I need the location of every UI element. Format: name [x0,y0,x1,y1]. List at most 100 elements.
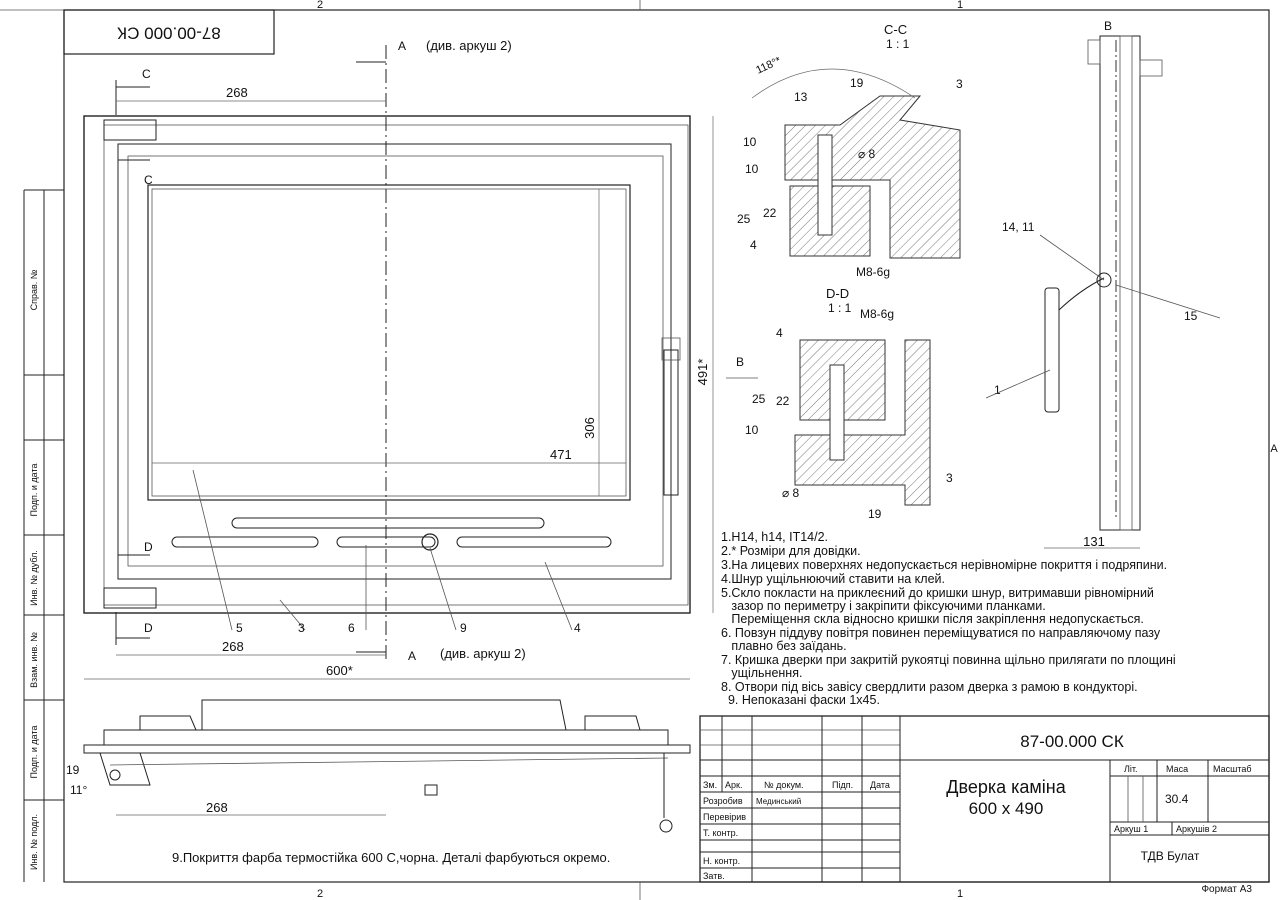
section-dd: D-D 1 : 1 M8-6g 4 25 22 10 3 ⌀ 8 19 [745,286,953,521]
note-8: 8. Отвори під вісь завісу свердлити разо… [721,680,1138,694]
zone-top-left: 2 [317,0,323,11]
left-strip: Справ. № Подп. и дата Инв. № дубл. Взам.… [23,189,64,882]
tb-masshtab: Масштаб [1213,764,1252,774]
cc-d22: 22 [763,206,777,220]
callout-4: 4 [574,621,581,635]
front-view: A (див. аркуш 2) A (див. аркуш 2) C C D … [83,38,758,680]
rotated-code-box: 87-00.000 СК [63,9,275,55]
section-cc-scale: 1 : 1 [886,37,910,51]
tb-row-rozrobyv: Розробив [703,796,743,806]
cut-d-left-label: D [144,540,153,554]
cut-a-top-note: (див. аркуш 2) [426,38,512,53]
callout-9: 9 [460,621,467,635]
section-cc: C-C 1 : 1 118°* 13 19 10 10 ⌀ 8 25 22 4 … [737,22,963,279]
dd-d19: 19 [868,507,882,521]
dd-part4: 4 [776,326,783,340]
note-9: 9. Непоказані фаски 1х45. [721,693,880,707]
tb-col-ark: Арк. [725,780,742,790]
strip-podp-data-1: Подп. и дата [29,463,39,516]
cut-a-bottom-label: A [408,649,416,663]
tb-col-doc: № докум. [764,780,804,790]
zone-bottom-left: 2 [317,888,323,900]
dim-11-bottom: 11° [70,783,87,797]
dd-d25: 25 [752,392,766,406]
strip-vzam-inv: Взам. инв. № [29,632,39,688]
note-6a: 6. Повзун піддуву повітря повинен перемі… [721,626,1161,640]
dd-thread: M8-6g [860,307,894,321]
dd-part3: 3 [946,471,953,485]
cc-d10b: 10 [745,162,759,176]
title-code: 87-00.000 СК [1020,732,1124,751]
title-name-2: 600 х 490 [969,799,1044,818]
note-9-bottom: 9.Покриття фарба термостійка 600 С,чорна… [172,850,610,865]
technical-notes: 1.H14, h14, IT14/2. 2.* Розміри для дові… [721,530,1176,707]
dim-600: 600* [326,663,353,678]
tb-lit: Літ. [1124,764,1138,774]
tb-col-sign: Підп. [832,780,853,790]
strip-inv-dubl: Инв. № дубл. [29,550,39,606]
tb-col-zm: Зм. [703,780,717,790]
tb-row-zatv: Затв. [703,871,725,881]
callout-14-11: 14, 11 [1002,220,1035,234]
zone-bottom-right: 1 [957,888,963,900]
tb-row-n-kontr: Н. контр. [703,856,740,866]
callout-6: 6 [348,621,355,635]
note-1: 1.H14, h14, IT14/2. [721,530,828,544]
note-6b: плавно без заїдань. [721,639,847,653]
title-name-1: Дверка каміна [946,777,1066,797]
cut-c-inner-label: C [144,173,153,187]
tb-rozrobyv-name: Мединський [756,797,801,806]
dd-d22: 22 [776,394,790,408]
note-7a: 7. Кришка дверки при закритій рукоятці п… [721,653,1176,667]
side-view-b: B 14, 11 15 1 131 [985,19,1221,549]
strip-sprav-no: Справ. № [29,269,39,310]
note-4: 4.Шнур ущільнюючий ставити на клей. [721,572,945,586]
cut-a-bottom-note: (див. аркуш 2) [440,646,526,661]
dim-268-bottom-view: 268 [206,800,228,815]
note-2: 2.* Розміри для довідки. [721,544,861,558]
dim-131: 131 [1083,534,1105,549]
cc-d19: 19 [850,76,864,90]
zone-top-right: 1 [957,0,963,11]
sheet-format: Формат А3 [1201,884,1252,895]
note-5a: 5.Скло покласти на приклеєний до кришки … [721,586,1154,600]
note-5b: зазор по периметру і закріпити фіксуючим… [721,599,1046,613]
section-dd-scale: 1 : 1 [828,301,852,315]
cc-d10a: 10 [743,135,757,149]
cut-a-top-label: A [398,39,406,53]
section-cc-title: C-C [884,22,907,37]
tb-masa-value: 30.4 [1165,792,1189,806]
cut-c-left-label: C [142,67,151,81]
note-5c: Переміщення скла відносно кришки після з… [721,612,1144,626]
tb-arkushiv: Аркушів 2 [1176,824,1217,834]
dd-d10: 10 [745,423,759,437]
cut-d-lower-label: D [144,621,153,635]
tb-masa: Маса [1166,764,1188,774]
note-7b: ущільнення. [721,666,802,680]
side-view-title: B [1104,19,1112,33]
dim-19-bottom: 19 [66,763,80,777]
callout-15: 15 [1184,309,1198,323]
strip-inv-podl: Инв. № подл. [29,814,39,870]
rotated-code: 87-00.000 СК [117,24,221,43]
view-b-label: B [736,355,744,369]
dim-471: 471 [550,447,572,462]
tb-col-date: Дата [870,780,890,790]
cc-thread: M8-6g [856,265,890,279]
section-dd-title: D-D [826,286,849,301]
note-3: 3.На лицевих поверхнях недопускається не… [721,558,1167,572]
cc-d13: 13 [794,90,808,104]
callout-5: 5 [236,621,243,635]
tb-row-t-kontr: Т. контр. [703,828,738,838]
dim-268-bottom: 268 [222,639,244,654]
tb-company: ТДВ Булат [1141,849,1200,863]
callout-3: 3 [298,621,305,635]
cc-part4: 4 [750,238,757,252]
cc-angle: 118°* [754,54,783,76]
strip-podp-data-2: Подп. и дата [29,725,39,778]
dim-306: 306 [582,417,597,439]
zone-right: A [1270,443,1278,455]
cc-part3: 3 [956,77,963,91]
tb-row-pereviryv: Перевірив [703,812,746,822]
